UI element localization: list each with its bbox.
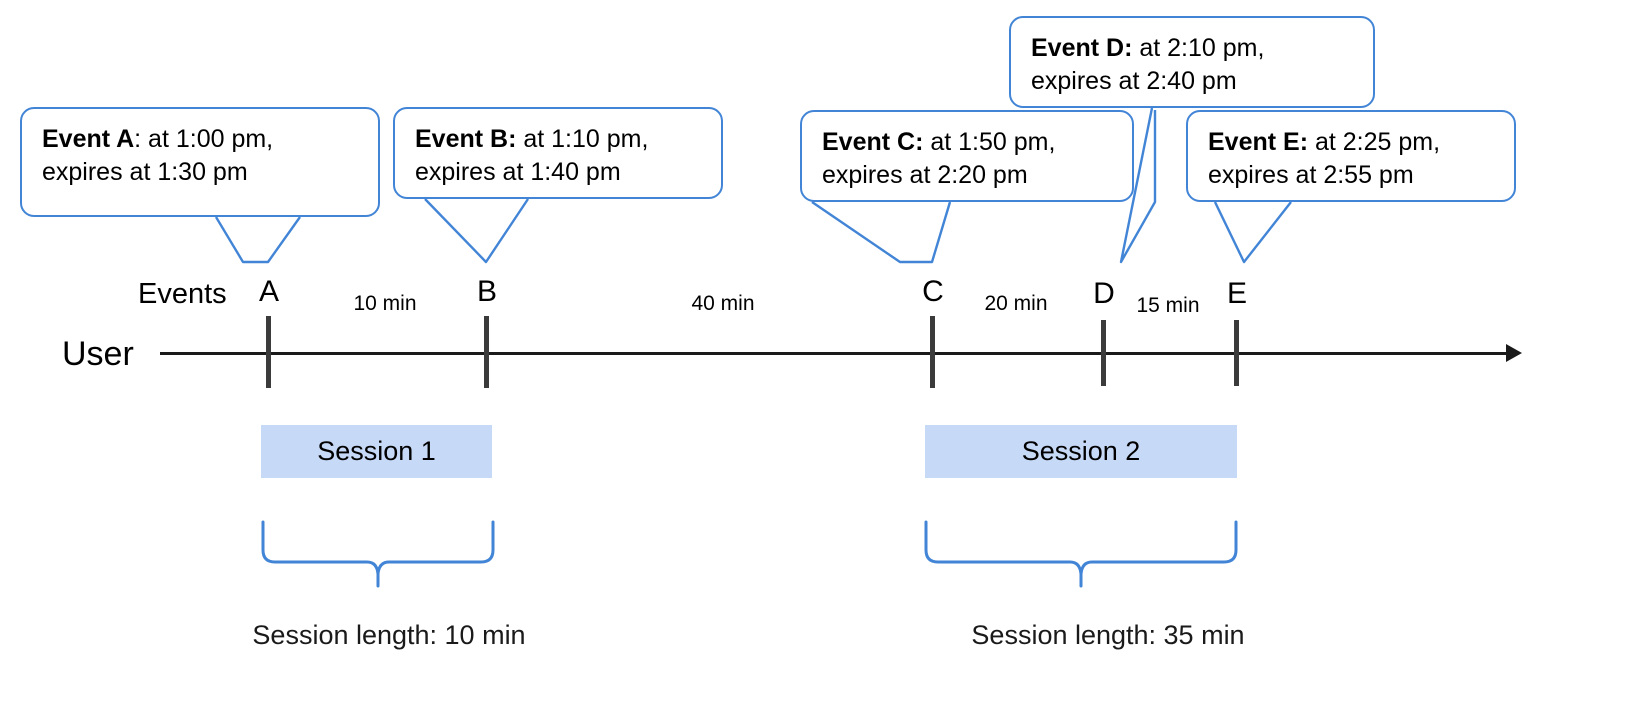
user-row-label: User (62, 335, 134, 373)
callout-a-line2: expires at 1:30 pm (42, 158, 248, 186)
session-2-length-caption: Session length: 35 min (971, 620, 1245, 650)
callout-a-sep: : (134, 125, 142, 153)
events-heading: Events (138, 278, 227, 310)
callout-b-line2: expires at 1:40 pm (415, 158, 621, 186)
tick-label-e: E (1226, 277, 1248, 310)
session-bar-1: Session 1 (261, 425, 492, 478)
brace-session-2 (924, 520, 1238, 588)
callout-e-bold: Event E: (1208, 128, 1309, 156)
tick-label-b: B (476, 275, 498, 308)
tick-label-a: A (258, 275, 280, 308)
callout-event-b: Event B: at 1:10 pm, expires at 1:40 pm (393, 107, 723, 199)
tick-e (1234, 320, 1239, 386)
callout-event-e: Event E: at 2:25 pm, expires at 2:55 pm (1186, 110, 1516, 202)
callout-d-line1: at 2:10 pm, (1132, 34, 1265, 62)
callout-b-bold: Event B: (415, 125, 517, 153)
callout-e-line1: at 2:25 pm, (1308, 128, 1441, 156)
callout-c-bold: Event C: (822, 128, 924, 156)
brace-session-1 (261, 520, 495, 588)
callout-b-line1: at 1:10 pm, (516, 125, 649, 153)
axis-arrow-icon (1506, 344, 1522, 362)
session-bar-1-label: Session 1 (317, 436, 436, 466)
callout-event-a: Event A: at 1:00 pm, expires at 1:30 pm (20, 107, 380, 217)
tick-a (266, 316, 271, 388)
interval-label-a-b: 10 min (353, 292, 417, 315)
tick-c (930, 316, 935, 388)
callout-event-c: Event C: at 1:50 pm, expires at 2:20 pm (800, 110, 1134, 202)
callout-c-line1: at 1:50 pm, (923, 128, 1056, 156)
callout-c-line2: expires at 2:20 pm (822, 161, 1028, 189)
tick-b (484, 316, 489, 388)
interval-label-c-d: 20 min (984, 292, 1048, 315)
tick-label-d: D (1093, 277, 1115, 310)
callout-d-bold: Event D: (1031, 34, 1133, 62)
interval-label-d-e: 15 min (1136, 294, 1200, 317)
session-bar-2-label: Session 2 (1021, 436, 1141, 466)
session-1-length-caption: Session length: 10 min (252, 620, 526, 650)
timeline-axis (160, 352, 1510, 355)
callout-d-line2: expires at 2:40 pm (1031, 67, 1237, 95)
callout-a-bold: Event A (42, 125, 135, 153)
interval-label-b-c: 40 min (691, 292, 755, 315)
callout-e-line2: expires at 2:55 pm (1208, 161, 1414, 189)
callout-a-line1: at 1:00 pm, (141, 125, 274, 153)
callout-event-d: Event D: at 2:10 pm, expires at 2:40 pm (1009, 16, 1375, 108)
tick-label-c: C (922, 275, 944, 308)
session-bar-2: Session 2 (925, 425, 1237, 478)
tick-d (1101, 320, 1106, 386)
